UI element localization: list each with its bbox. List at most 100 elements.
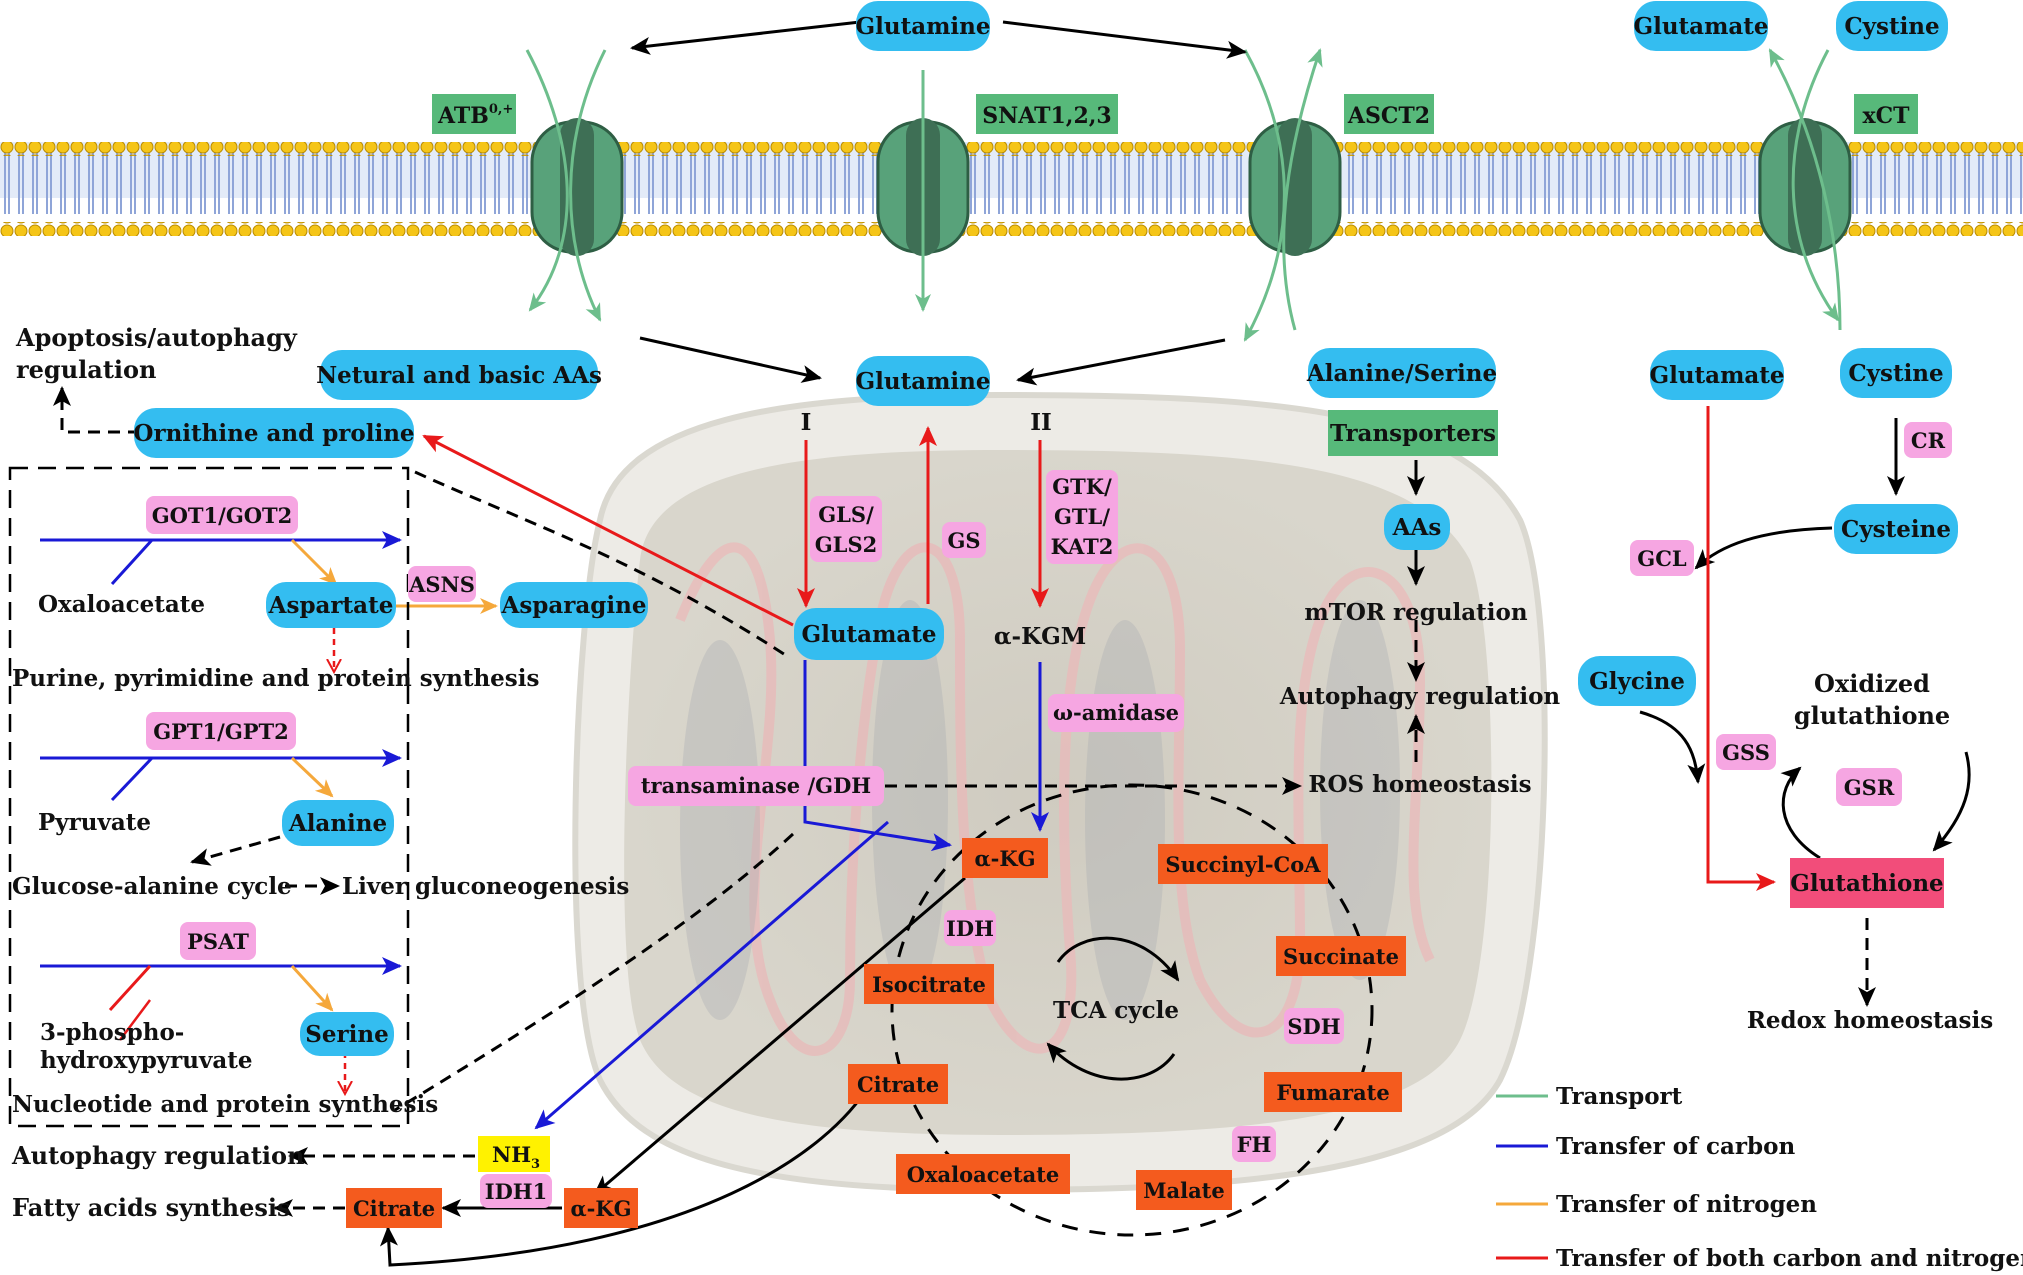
cr-enzyme: CR: [1904, 422, 1952, 458]
svg-text:GTK/: GTK/: [1052, 474, 1112, 499]
svg-text:xCT: xCT: [1863, 103, 1911, 129]
fatty-acids-label: Fatty acids synthesis: [12, 1193, 291, 1222]
transport-arrows: [525, 48, 1842, 342]
svg-text:ASCT2: ASCT2: [1347, 103, 1430, 129]
ros-label: ROS homeostasis: [1308, 771, 1531, 798]
glutamine-mid-node: Glutamine: [855, 356, 991, 406]
svg-text:CR: CR: [1911, 428, 1946, 453]
oxidized-glutathione-label-2: glutathione: [1794, 701, 1950, 730]
svg-text:Cystine: Cystine: [1844, 13, 1939, 40]
akg-node: α-KG: [962, 838, 1048, 878]
psat-substrate-line: [108, 964, 152, 1012]
svg-text:Succinyl-CoA: Succinyl-CoA: [1165, 852, 1321, 877]
svg-text:Fumarate: Fumarate: [1276, 1080, 1389, 1105]
tca-cycle-arrows: [1046, 936, 1180, 1081]
redox-label: Redox homeostasis: [1747, 1007, 1993, 1034]
purine-label: Purine, pyrimidine and protein synthesis: [12, 665, 539, 692]
svg-text:GSR: GSR: [1844, 775, 1895, 800]
glutamine-top-node: Glutamine: [855, 1, 991, 51]
cystine-top-node: Cystine: [1836, 1, 1948, 51]
transporter-channel-atb: [530, 118, 624, 256]
citrate-cyto-node: Citrate: [346, 1188, 442, 1228]
legend-label-nitrogen: Transfer of nitrogen: [1556, 1191, 1817, 1218]
svg-text:Glutamate: Glutamate: [1649, 362, 1784, 389]
xct-label: xCT: [1854, 94, 1918, 134]
svg-text:Succinate: Succinate: [1283, 944, 1399, 969]
svg-text:GTL/: GTL/: [1054, 504, 1110, 529]
glucose-cycle-label: Glucose-alanine cycle: [12, 873, 292, 900]
nucleotide-label: Nucleotide and protein synthesis: [12, 1091, 438, 1118]
svg-text:Cysteine: Cysteine: [1841, 516, 1951, 543]
svg-text:Transporters: Transporters: [1330, 420, 1496, 447]
svg-text:GLS2: GLS2: [815, 532, 877, 557]
citrate-node: Citrate: [848, 1064, 948, 1104]
sdh-enzyme: SDH: [1284, 1008, 1344, 1044]
svg-text:GS: GS: [947, 528, 980, 553]
svg-text:NH3: NH3: [492, 1142, 540, 1172]
svg-text:SDH: SDH: [1287, 1014, 1340, 1039]
svg-text:GOT1/GOT2: GOT1/GOT2: [152, 503, 293, 528]
cystine-right-node: Cystine: [1840, 348, 1952, 398]
apoptosis-label-2: regulation: [16, 355, 156, 384]
transporter-channel-asct2: [1248, 118, 1342, 256]
svg-text:Ornithine and proline: Ornithine and proline: [133, 420, 414, 447]
idh-enzyme: IDH: [944, 910, 996, 946]
cell-membrane: [0, 142, 2023, 236]
glutathione-node: Glutathione: [1790, 858, 1944, 908]
svg-text:AAs: AAs: [1392, 514, 1442, 541]
svg-text:ATB0,+: ATB0,+: [437, 102, 513, 129]
alanine-serine-node: Alanine/Serine: [1306, 348, 1497, 398]
gs-enzyme: GS: [942, 522, 986, 558]
svg-text:transaminase /GDH: transaminase /GDH: [641, 773, 871, 798]
svg-text:Alanine/Serine: Alanine/Serine: [1306, 360, 1497, 387]
carbon-nitrogen-arrows: [119, 406, 1776, 1041]
mtor-label: mTOR regulation: [1304, 599, 1528, 626]
svg-text:Asparagine: Asparagine: [501, 592, 647, 619]
oxidized-glutathione-label-1: Oxidized: [1814, 669, 1930, 698]
roman-one-label: I: [801, 409, 812, 436]
transaminase-enzyme: transaminase /GDH: [628, 766, 884, 806]
svg-text:SNAT1,2,3: SNAT1,2,3: [982, 103, 1111, 129]
svg-text:Serine: Serine: [305, 1021, 388, 1048]
svg-text:Glutamate: Glutamate: [1633, 13, 1768, 40]
svg-text:α-KG: α-KG: [974, 846, 1035, 871]
snat-label: SNAT1,2,3: [976, 94, 1118, 134]
asct2-label: ASCT2: [1344, 94, 1434, 134]
svg-text:α-KG: α-KG: [570, 1196, 631, 1221]
svg-text:IDH: IDH: [946, 916, 994, 941]
nitrogen-arrows: [290, 538, 498, 1012]
svg-text:ASNS: ASNS: [408, 572, 475, 597]
svg-text:GSS: GSS: [1722, 740, 1770, 765]
atb-label: ATB0,+: [432, 94, 516, 134]
tca-cycle-label: TCA cycle: [1053, 997, 1179, 1024]
succinyl-coa-node: Succinyl-CoA: [1158, 844, 1328, 884]
autophagy-regulation-label: Autophagy regulation: [1279, 683, 1561, 710]
svg-text:Cystine: Cystine: [1848, 360, 1943, 387]
autophagy-left-label: Autophagy regulation: [11, 1141, 305, 1170]
svg-text:Malate: Malate: [1143, 1178, 1225, 1203]
svg-text:Glycine: Glycine: [1589, 668, 1685, 695]
glutamate-top-node: Glutamate: [1633, 1, 1769, 51]
dashed-arrows: [53, 386, 1876, 1217]
glycine-node: Glycine: [1578, 656, 1696, 706]
svg-text:Citrate: Citrate: [857, 1072, 939, 1097]
svg-text:Netural and basic AAs: Netural and basic AAs: [316, 362, 602, 389]
svg-text:Glutamine: Glutamine: [855, 368, 990, 395]
transporter-channel-xct: [1758, 118, 1852, 256]
akgm-label: α-KGM: [994, 623, 1086, 650]
cysteine-node: Cysteine: [1834, 504, 1958, 554]
succinate-node: Succinate: [1276, 936, 1406, 976]
svg-text:PSAT: PSAT: [187, 929, 249, 954]
svg-text:Glutamate: Glutamate: [801, 621, 936, 648]
carbon-arrows: [40, 531, 1049, 1130]
malate-node: Malate: [1136, 1170, 1232, 1210]
svg-text:FH: FH: [1237, 1132, 1272, 1157]
gcl-enzyme: GCL: [1630, 540, 1694, 576]
amino-acid-metabolism-box: [8, 466, 410, 1128]
phospho-label-2: hydroxypyruvate: [40, 1047, 253, 1074]
legend-label-both: Transfer of both carbon and nitrogen: [1556, 1245, 2023, 1272]
legend: Transport Transfer of carbon Transfer of…: [1496, 1083, 2023, 1272]
nh3-node: NH3: [478, 1136, 550, 1172]
gls-enzyme: GLS/ GLS2: [810, 496, 882, 562]
